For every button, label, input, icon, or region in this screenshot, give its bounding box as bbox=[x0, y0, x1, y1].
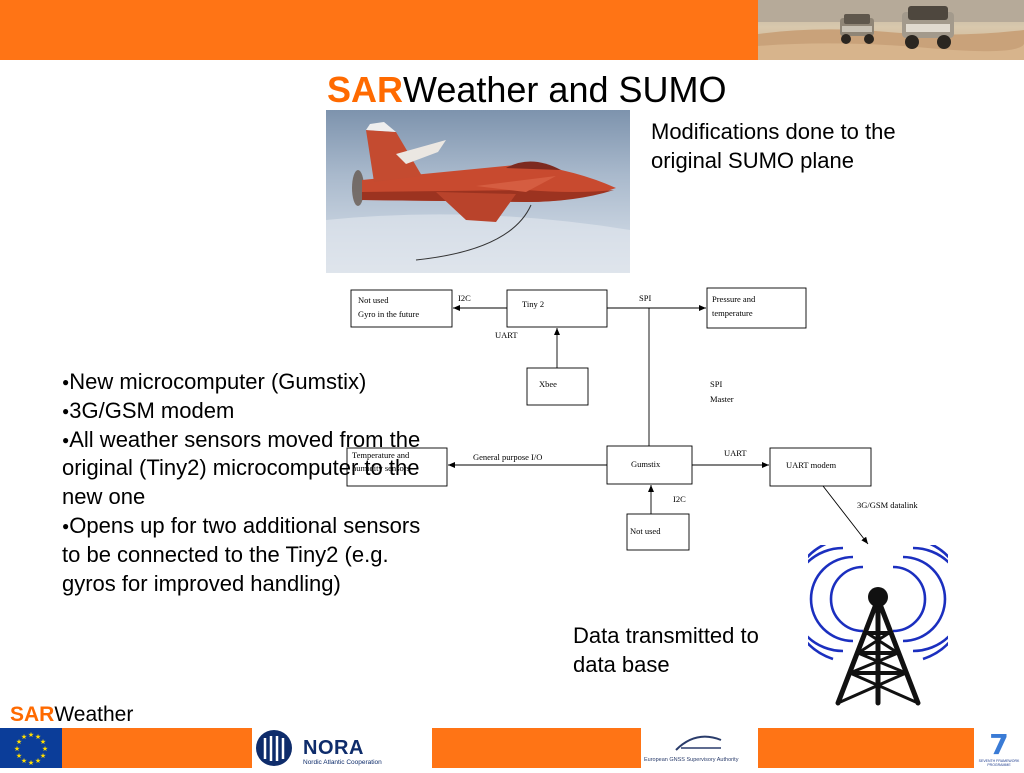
label-tiny2: Tiny 2 bbox=[522, 299, 544, 309]
system-block-diagram: Not used Gyro in the future Tiny 2 Press… bbox=[346, 287, 918, 551]
label-not-used-gyro-1: Not used bbox=[358, 295, 389, 305]
box-temperature-humidity bbox=[346, 447, 448, 487]
label-i2c-top: I2C bbox=[458, 293, 471, 303]
label-not-used: Not used bbox=[630, 526, 661, 536]
plane-photo bbox=[326, 110, 630, 273]
svg-text:★: ★ bbox=[16, 752, 22, 760]
box-xbee bbox=[526, 367, 589, 406]
svg-text:7: 7 bbox=[989, 728, 1008, 758]
footer-sarweather-logo: SARWeather bbox=[10, 703, 134, 726]
box-not-used bbox=[626, 513, 690, 551]
svg-text:★: ★ bbox=[40, 752, 46, 760]
fp7-logo-icon: 7 bbox=[989, 728, 1008, 758]
desert-cars-photo bbox=[758, 0, 1024, 60]
label-datalink: 3G/GSM datalink bbox=[857, 500, 918, 510]
nora-logo-icon bbox=[256, 730, 292, 766]
egnss-logo-icon bbox=[675, 735, 722, 751]
fp7-logo-box: 7 bbox=[974, 728, 1024, 768]
label-spi-top: SPI bbox=[639, 293, 651, 303]
svg-text:★: ★ bbox=[21, 757, 27, 765]
nora-sublabel: Nordic Atlantic Cooperation bbox=[303, 759, 382, 766]
svg-text:★: ★ bbox=[16, 738, 22, 746]
label-pressure-2: temperature bbox=[712, 308, 753, 318]
label-temp-hum-2: humidity sensors bbox=[352, 463, 410, 473]
box-pressure-temperature bbox=[706, 287, 807, 329]
egnss-logo-box bbox=[641, 728, 758, 768]
svg-text:★: ★ bbox=[14, 745, 20, 753]
label-not-used-gyro-2: Gyro in the future bbox=[358, 309, 419, 319]
bullet-item: ●Opens up for two additional sensors to … bbox=[62, 512, 421, 596]
bullet-item: ●New microcomputer (Gumstix) bbox=[62, 369, 367, 394]
bullet-list: ●New microcomputer (Gumstix) ●3G/GSM mod… bbox=[62, 368, 432, 598]
label-uart-modem: UART modem bbox=[786, 460, 836, 470]
nora-logo-box bbox=[252, 728, 432, 768]
label-pressure-1: Pressure and bbox=[712, 294, 756, 304]
svg-text:★: ★ bbox=[35, 733, 41, 741]
svg-text:★: ★ bbox=[21, 733, 27, 741]
header-bar bbox=[0, 0, 758, 60]
bullet-item: ●3G/GSM modem bbox=[62, 397, 235, 423]
svg-text:★: ★ bbox=[28, 731, 34, 739]
radio-tower-icon bbox=[808, 545, 948, 706]
slide-title: SARWeather and SUMO bbox=[327, 68, 727, 112]
box-gumstix bbox=[606, 445, 693, 485]
label-temp-hum-1: Temperature and bbox=[352, 450, 410, 460]
modifications-text: Modifications done to the original SUMO … bbox=[651, 119, 896, 173]
label-spi-master-1: SPI bbox=[710, 379, 722, 389]
box-uart-modem bbox=[769, 447, 872, 487]
box-not-used-gyro bbox=[350, 289, 453, 328]
eu-flag-icon: ★★★ ★★★ ★★★ ★★★ bbox=[0, 728, 62, 768]
footer-bar bbox=[0, 728, 1024, 768]
label-uart-right: UART bbox=[724, 448, 747, 458]
bullet-item: ●All weather sensors moved from the orig… bbox=[62, 426, 421, 510]
svg-text:★: ★ bbox=[35, 757, 41, 765]
label-xbee: Xbee bbox=[539, 379, 557, 389]
svg-text:★: ★ bbox=[42, 745, 48, 753]
label-gpio: General purpose I/O bbox=[473, 452, 542, 462]
egnss-label: European GNSS Supervisory Authority bbox=[644, 757, 739, 763]
label-uart-top: UART bbox=[495, 330, 518, 340]
svg-text:★: ★ bbox=[40, 738, 46, 746]
svg-text:★: ★ bbox=[28, 759, 34, 767]
title-rest: Weather and SUMO bbox=[403, 69, 727, 110]
nora-label: NORA bbox=[303, 737, 364, 759]
fp7-label: SEVENTH FRAMEWORK PROGRAMME bbox=[978, 759, 1020, 767]
box-tiny2 bbox=[506, 289, 608, 328]
label-i2c-bottom: I2C bbox=[673, 494, 686, 504]
label-spi-master-2: Master bbox=[710, 394, 734, 404]
data-transmitted-text: Data transmitted to data base bbox=[573, 623, 759, 677]
label-gumstix: Gumstix bbox=[631, 459, 661, 469]
title-highlight: SAR bbox=[327, 69, 404, 110]
